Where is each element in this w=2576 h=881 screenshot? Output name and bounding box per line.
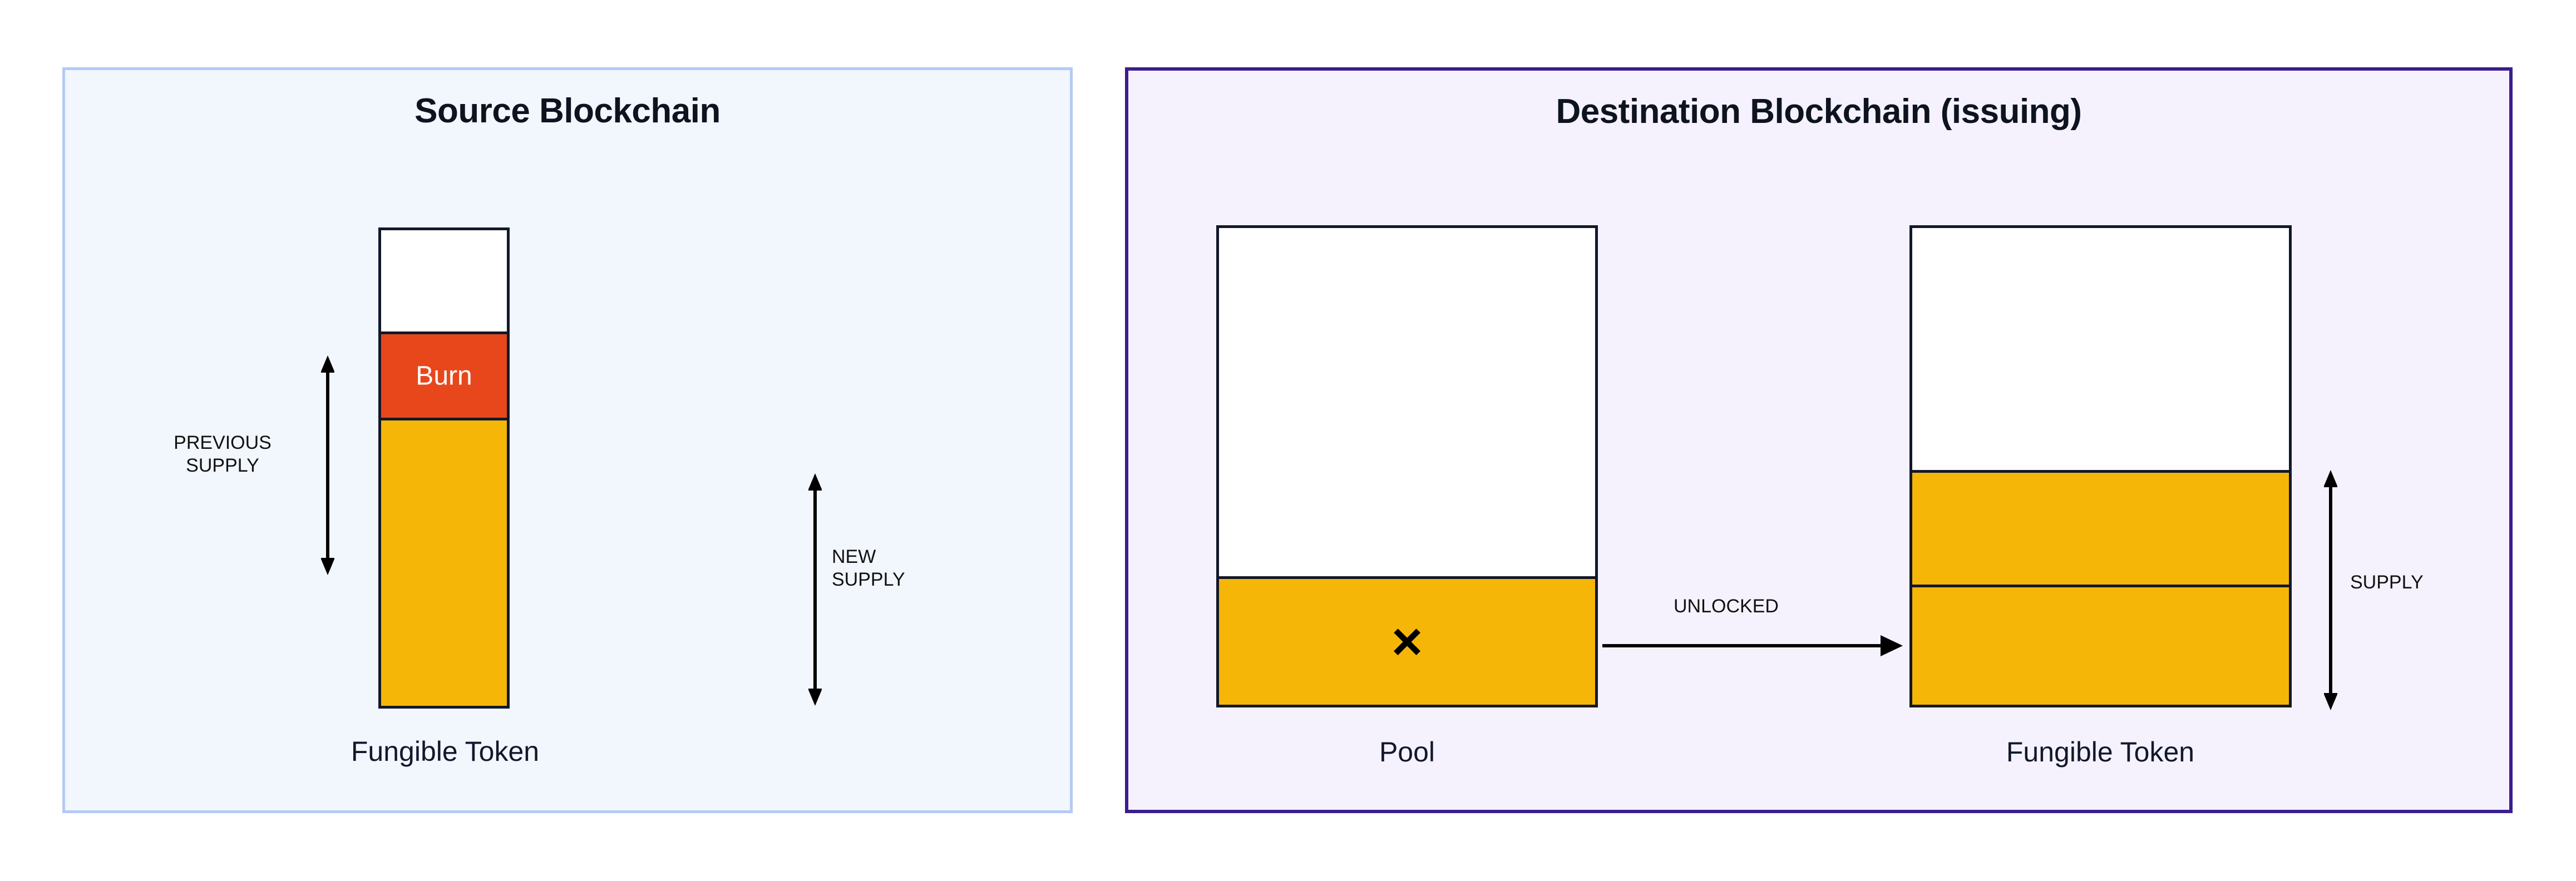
segment-token-headroom	[1912, 228, 2289, 470]
panel-source-blockchain: Source Blockchain Burn Fungible Token PR…	[62, 67, 1073, 813]
bar-destination-fungible-token	[1909, 225, 2292, 707]
segment-token-existing	[1912, 585, 2289, 705]
bar-source-fungible-token: Burn	[378, 227, 510, 709]
panel-title-source: Source Blockchain	[414, 92, 721, 130]
segment-pool-empty	[1219, 228, 1595, 576]
segment-burn: Burn	[381, 331, 507, 418]
segment-pool-locked: ×	[1219, 576, 1595, 705]
bar-caption-source-fungible-token: Fungible Token	[351, 736, 540, 767]
flow-arrow-unlocked-label: UNLOCKED	[1674, 596, 1779, 617]
segment-headroom	[381, 230, 507, 331]
segment-remaining-supply	[381, 418, 507, 706]
flow-arrow-unlocked	[1602, 635, 1903, 657]
measure-new-supply	[808, 473, 822, 706]
measure-previous-supply-label: PREVIOUS SUPPLY	[174, 432, 272, 477]
bar-caption-destination-fungible-token: Fungible Token	[2006, 736, 2195, 768]
measure-previous-supply	[321, 355, 334, 575]
x-cross-icon: ×	[1391, 612, 1423, 671]
segment-burn-label: Burn	[416, 361, 472, 391]
measure-new-supply-label: NEW SUPPLY	[832, 546, 905, 591]
bar-caption-destination-pool: Pool	[1379, 736, 1435, 768]
measure-supply	[2324, 470, 2337, 710]
bar-destination-pool: ×	[1216, 225, 1598, 707]
panel-destination-blockchain: Destination Blockchain (issuing) × Pool …	[1125, 67, 2513, 813]
segment-token-minted	[1912, 470, 2289, 585]
measure-supply-label: SUPPLY	[2350, 572, 2424, 593]
panel-title-destination: Destination Blockchain (issuing)	[1556, 92, 2082, 131]
